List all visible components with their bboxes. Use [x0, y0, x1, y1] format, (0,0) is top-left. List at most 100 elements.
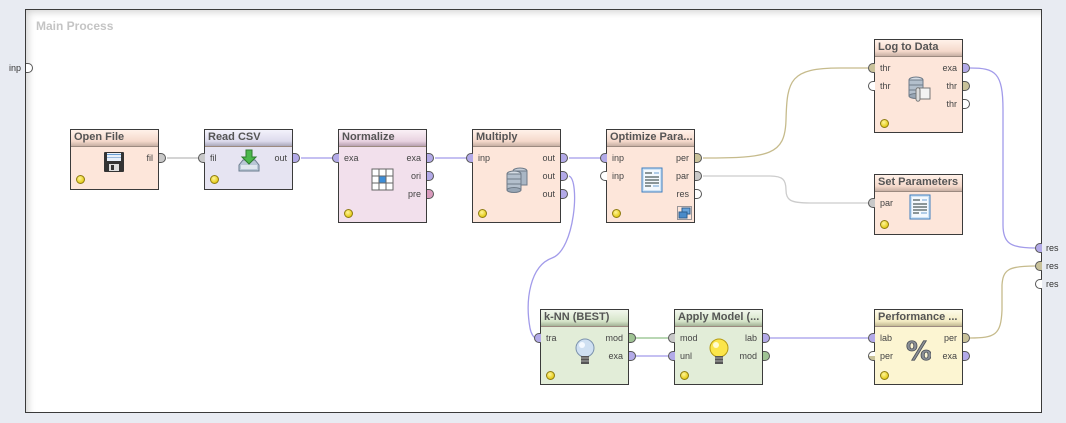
- log-to-data-input-port-thr-1[interactable]: [868, 63, 875, 73]
- port-label: exa: [608, 351, 623, 361]
- port-label: unl: [680, 351, 693, 361]
- wire-optimize-setparameters[interactable]: [703, 175, 868, 204]
- operator-title: Apply Model (...: [675, 310, 762, 327]
- operator-apply-model[interactable]: Apply Model (... mod unl lab mod: [674, 309, 763, 385]
- port-label: exa: [344, 153, 359, 163]
- port-label: per: [943, 333, 957, 343]
- database-icon: [506, 167, 528, 193]
- log-to-data-output-port-thr-2[interactable]: [963, 99, 970, 109]
- operator-open-file[interactable]: Open File fil: [70, 129, 159, 190]
- port-label: ori: [410, 171, 421, 181]
- process-result-port-1[interactable]: [1035, 243, 1042, 253]
- svg-text:%: %: [906, 337, 931, 364]
- grid-icon: [371, 168, 394, 191]
- apply-model-input-port-unl[interactable]: [668, 351, 675, 361]
- multiply-output-port-out-2[interactable]: [561, 171, 568, 181]
- normalize-output-port-exa[interactable]: [427, 153, 434, 163]
- port-label: per: [880, 351, 894, 361]
- multiply-output-port-out-1[interactable]: [561, 153, 568, 163]
- operator-title: Log to Data: [875, 40, 962, 57]
- knn-output-port-exa[interactable]: [629, 351, 636, 361]
- subprocess-icon[interactable]: [677, 206, 692, 220]
- status-indicator: [612, 209, 621, 218]
- operator-title: Optimize Para...: [607, 130, 694, 147]
- optimize-input-port-inp-2[interactable]: [600, 171, 607, 181]
- status-indicator: [478, 209, 487, 218]
- optimize-output-port-par[interactable]: [695, 171, 702, 181]
- normalize-input-port-exa[interactable]: [332, 153, 339, 163]
- open-file-output-port-fil[interactable]: [159, 153, 166, 163]
- port-label: pre: [407, 189, 421, 199]
- wire-logtodata-result[interactable]: [969, 67, 1036, 249]
- status-indicator: [880, 371, 889, 380]
- performance-input-port-per[interactable]: [868, 351, 875, 361]
- optimize-output-port-per[interactable]: [695, 153, 702, 163]
- port-label: par: [880, 198, 894, 208]
- port-label: mod: [739, 351, 757, 361]
- process-result-port-2[interactable]: [1035, 261, 1042, 271]
- process-input-port[interactable]: [26, 63, 33, 73]
- apply-model-output-port-lab[interactable]: [763, 333, 770, 343]
- port-label: thr: [946, 99, 957, 109]
- operator-multiply[interactable]: Multiply inp out out out: [472, 129, 561, 223]
- port-label: mod: [605, 333, 623, 343]
- process-input-label: inp: [9, 63, 22, 73]
- operator-title: Set Parameters: [875, 175, 962, 192]
- operator-log-to-data[interactable]: Log to Data thr thr exa thr thr: [874, 39, 963, 133]
- log-to-data-output-port-thr-1[interactable]: [963, 81, 970, 91]
- knn-output-port-mod[interactable]: [629, 333, 636, 343]
- status-indicator: [680, 371, 689, 380]
- process-title: Main Process: [36, 19, 114, 33]
- performance-input-port-lab[interactable]: [868, 333, 875, 343]
- process-result-label-3: res: [1046, 279, 1059, 289]
- status-indicator: [76, 175, 85, 184]
- log-to-data-input-port-thr-2[interactable]: [868, 81, 875, 91]
- port-label: out: [542, 189, 555, 199]
- operator-knn-best[interactable]: k-NN (BEST) tra mod exa: [540, 309, 629, 385]
- wire-performance-result[interactable]: [969, 265, 1036, 339]
- operator-optimize-parameters[interactable]: Optimize Para... inp inp per par res: [606, 129, 695, 223]
- process-result-label-1: res: [1046, 243, 1059, 253]
- optimize-input-port-inp-1[interactable]: [600, 153, 607, 163]
- performance-output-port-per[interactable]: [963, 333, 970, 343]
- port-label: tra: [546, 333, 557, 343]
- apply-model-output-port-mod[interactable]: [763, 351, 770, 361]
- port-label: thr: [880, 81, 891, 91]
- process-result-port-3[interactable]: [1035, 279, 1042, 289]
- performance-output-port-exa[interactable]: [963, 351, 970, 361]
- operator-performance[interactable]: Performance ... % lab per per exa: [874, 309, 963, 385]
- lightbulb-blue-icon: [575, 338, 595, 364]
- operator-normalize[interactable]: Normalize exa exa ori pre: [338, 129, 427, 223]
- operator-set-parameters[interactable]: Set Parameters par: [874, 174, 963, 235]
- port-label: out: [542, 153, 555, 163]
- import-icon: [238, 149, 260, 172]
- optimize-output-port-res[interactable]: [695, 189, 702, 199]
- log-to-data-output-port-exa[interactable]: [963, 63, 970, 73]
- normalize-output-port-pre[interactable]: [427, 189, 434, 199]
- status-indicator: [880, 220, 889, 229]
- normalize-output-port-ori[interactable]: [427, 171, 434, 181]
- multiply-input-port-inp[interactable]: [466, 153, 473, 163]
- port-label: thr: [946, 81, 957, 91]
- read-csv-output-port-out[interactable]: [293, 153, 300, 163]
- operator-title: Read CSV: [205, 130, 292, 147]
- wire-optimize-logtodata[interactable]: [702, 67, 868, 159]
- port-label: fil: [146, 153, 154, 163]
- operator-title: Open File: [71, 130, 158, 147]
- operator-title: k-NN (BEST): [541, 310, 628, 327]
- multiply-output-port-out-3[interactable]: [561, 189, 568, 199]
- operator-title: Normalize: [339, 130, 426, 147]
- port-label: exa: [406, 153, 421, 163]
- status-indicator: [210, 175, 219, 184]
- operator-read-csv[interactable]: Read CSV fil out: [204, 129, 293, 190]
- set-parameters-input-port-par[interactable]: [868, 198, 875, 208]
- status-indicator: [546, 371, 555, 380]
- status-indicator: [880, 119, 889, 128]
- knn-input-port-tra[interactable]: [534, 333, 541, 343]
- port-label: lab: [880, 333, 893, 343]
- wire-multiply-knn[interactable]: [527, 175, 576, 339]
- read-csv-input-port-fil[interactable]: [198, 153, 205, 163]
- apply-model-input-port-mod[interactable]: [668, 333, 675, 343]
- port-label: out: [542, 171, 555, 181]
